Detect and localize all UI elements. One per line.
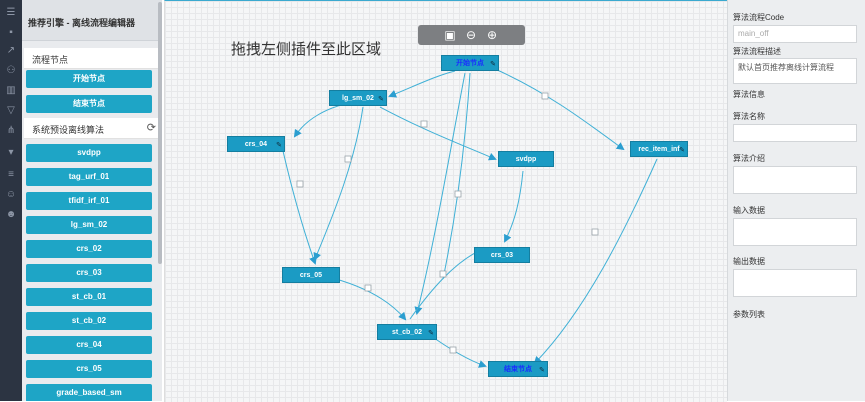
plugin-palette: 推荐引擎 - 离线流程编辑器 流程节点 ⌃ 开始节点 结束节点 系统预设离线算法… [22,0,162,401]
input-label: 输入数据 [733,205,765,216]
edit-icon[interactable]: ✎ [539,363,545,379]
edge [380,107,495,159]
canvas-hint: 拖拽左侧插件至此区域 [231,38,381,59]
palette-item-crs-03[interactable]: crs_03 [26,264,152,282]
user-alt-icon[interactable]: ☻ [4,208,18,222]
zoom-out-icon[interactable]: ⊖ [463,27,479,43]
canvas-toolbar: ▣ ⊖ ⊕ [418,25,525,45]
palette-item-crs-02[interactable]: crs_02 [26,240,152,258]
node-end[interactable]: 结束节点 ✎ [488,361,548,377]
edge [283,151,315,263]
palette-item-crs-04[interactable]: crs_04 [26,336,152,354]
chart-line-icon[interactable]: ↗ [4,44,18,58]
flow-nodes-section-header[interactable]: 流程节点 ⌃ [24,48,162,69]
node-st-cb-02[interactable]: st_cb_02 ✎ [377,324,437,340]
code-label: 算法流程Code [733,12,784,23]
node-start[interactable]: 开始节点 ✎ [441,55,499,71]
palette-item-lg-sm-02[interactable]: lg_sm_02 [26,216,152,234]
edit-icon[interactable]: ✎ [276,138,282,154]
node-label: lg_sm_02 [342,95,374,102]
node-crs-04[interactable]: crs_04 ✎ [227,136,285,152]
section-label: 系统预设离线算法 [32,123,104,136]
info-label: 算法信息 [733,89,765,100]
node-label: st_cb_02 [392,329,422,336]
refresh-icon[interactable]: ⟳ [147,121,156,134]
algo-section-header[interactable]: 系统预设离线算法 ⟳ ⌃ [24,118,162,139]
edit-icon[interactable]: ✎ [428,326,434,342]
node-label: rec_item_inf [638,146,679,153]
palette-item-svdpp[interactable]: svdpp [26,144,152,162]
edge [315,107,363,259]
user-icon[interactable]: ☺ [4,188,18,202]
node-lg-sm-02[interactable]: lg_sm_02 ✎ [329,90,387,106]
palette-header: 推荐引擎 - 离线流程编辑器 [22,0,162,41]
desc-textarea[interactable]: 默认首页推荐离线计算流程 [733,58,857,84]
save-icon[interactable]: ▣ [442,27,458,43]
flow-canvas[interactable]: 拖拽左侧插件至此区域 ▣ ⊖ ⊕ 开始节点 ✎ lg_sm_02 ✎ crs_0… [164,0,727,402]
edit-icon[interactable]: ✎ [490,57,496,73]
input-data-textarea[interactable] [733,218,857,246]
properties-panel: 算法流程Code main_off 算法流程描述 默认首页推荐离线计算流程 算法… [727,0,865,401]
palette-scrollbar[interactable] [158,2,162,264]
page-title: 推荐引擎 - 离线流程编辑器 [28,16,135,29]
params-label: 参数列表 [733,309,765,320]
name-input[interactable] [733,124,857,142]
node-label: crs_03 [491,252,513,259]
node-crs-05[interactable]: crs_05 [282,267,340,283]
palette-item-st-cb-01[interactable]: st_cb_01 [26,288,152,306]
palette-item-start[interactable]: 开始节点 [26,70,152,88]
palette-item-crs-05[interactable]: crs_05 [26,360,152,378]
intro-textarea[interactable] [733,166,857,194]
palette-item-st-cb-02[interactable]: st_cb_02 [26,312,152,330]
menu-icon[interactable]: ☰ [4,6,18,20]
output-data-textarea[interactable] [733,269,857,297]
users-icon[interactable]: ⚇ [4,64,18,78]
palette-item-end[interactable]: 结束节点 [26,95,152,113]
code-input[interactable]: main_off [733,25,857,43]
output-label: 输出数据 [733,256,765,267]
desc-label: 算法流程描述 [733,46,781,57]
edge [443,73,470,279]
node-label: crs_04 [245,141,267,148]
edge [495,69,623,149]
filter-icon[interactable]: ▽ [4,104,18,118]
bar-chart-icon[interactable]: ▥ [4,84,18,98]
node-label: svdpp [516,156,537,163]
palette-item-tag-urf-01[interactable]: tag_urf_01 [26,168,152,186]
node-label: 结束节点 [504,366,532,373]
palette-item-tfidf-irf-01[interactable]: tfidf_irf_01 [26,192,152,210]
section-label: 流程节点 [32,53,68,66]
flow-icon[interactable]: ⋔ [4,124,18,138]
caret-down-icon[interactable]: ▾ [4,146,18,160]
node-rec-item-inf[interactable]: rec_item_inf ✎ [630,141,688,157]
edit-icon[interactable]: ✎ [378,92,384,108]
list-icon[interactable]: ≡ [4,168,18,182]
zoom-in-icon[interactable]: ⊕ [484,27,500,43]
icon-rail: ☰ ▪ ↗ ⚇ ▥ ▽ ⋔ ▾ ≡ ☺ ☻ [0,0,22,401]
dashboard-icon[interactable]: ▪ [4,26,18,40]
palette-item-grade-based-sm[interactable]: grade_based_sm [26,384,152,401]
node-svdpp[interactable]: svdpp [498,151,554,167]
edit-icon[interactable]: ✎ [679,143,685,159]
node-crs-03[interactable]: crs_03 [474,247,530,263]
edge [505,171,523,241]
node-label: 开始节点 [456,60,484,67]
edge [390,71,455,96]
name-label: 算法名称 [733,111,765,122]
node-label: crs_05 [300,272,322,279]
edge [535,159,657,363]
intro-label: 算法介绍 [733,153,765,164]
